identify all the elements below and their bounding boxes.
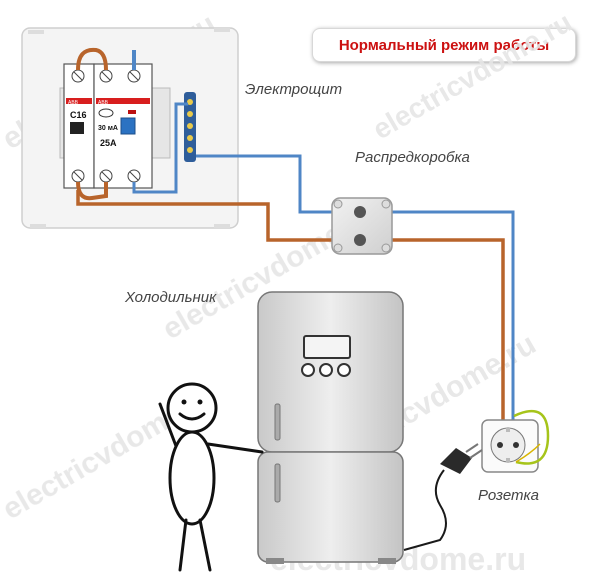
junction-box-label: Распредкоробка <box>355 149 470 166</box>
lower-door-handle <box>274 463 281 503</box>
junction-box <box>331 197 393 255</box>
ground-wire <box>513 410 550 465</box>
neutral-wire-to-box <box>196 154 340 214</box>
electrical-panel: ABB C16 ABB 30 мА 25A <box>21 27 239 229</box>
outlet-label: Розетка <box>478 487 539 504</box>
mode-title-badge: Нормальный режим работы <box>312 28 576 62</box>
rcd-current: 30 мА <box>98 125 118 132</box>
breaker-rating: C16 <box>70 110 87 120</box>
rcd-device: ABB 30 мА 25A <box>93 63 153 189</box>
rcd-bus-wire <box>132 102 188 194</box>
watermark: electricvdome.ru <box>368 6 578 145</box>
rcd-brand: ABB <box>98 100 109 106</box>
breaker-rcd-wire <box>76 181 108 201</box>
rcd-rating: 25A <box>100 138 117 148</box>
panel-label: Электрощит <box>245 81 342 98</box>
mode-title: Нормальный режим работы <box>338 36 550 54</box>
neutral-wire-to-outlet <box>384 210 515 420</box>
refrigerator <box>257 291 404 564</box>
fridge-power-cord <box>403 469 447 551</box>
stick-figure-person <box>158 382 264 572</box>
neutral-busbar <box>184 92 196 162</box>
phase-wire-to-box <box>76 190 340 242</box>
jumper-wire <box>76 47 108 71</box>
circuit-breaker: ABB C16 <box>63 63 95 189</box>
phase-wire-to-outlet <box>384 238 505 420</box>
wall-outlet <box>481 419 539 473</box>
fridge-label: Холодильник <box>124 289 217 306</box>
power-plug <box>440 443 483 474</box>
upper-door-handle <box>274 403 281 441</box>
breaker-brand: ABB <box>68 100 79 106</box>
